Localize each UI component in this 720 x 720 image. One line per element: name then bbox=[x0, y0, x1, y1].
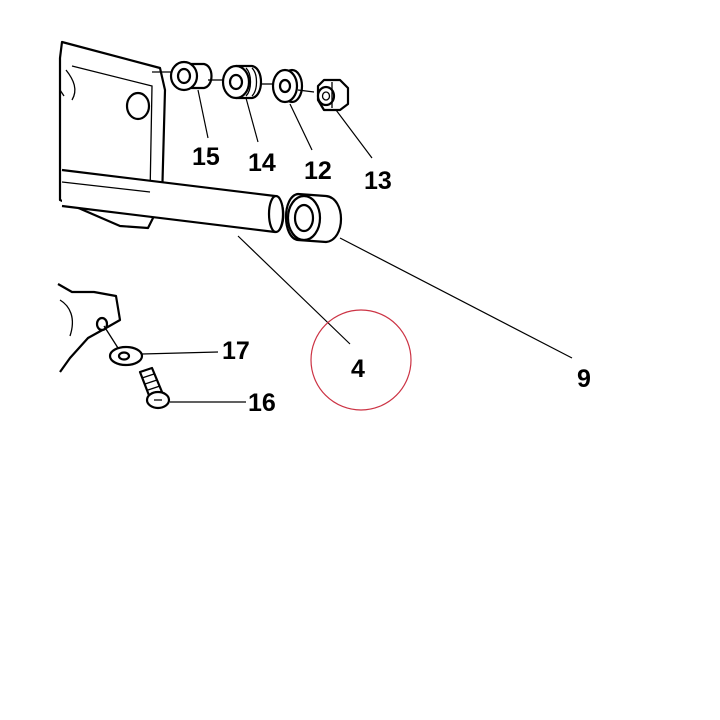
callout-15: 15 bbox=[192, 143, 220, 171]
leader-17 bbox=[141, 351, 219, 355]
callout-9: 9 bbox=[577, 365, 591, 393]
part-4-rod bbox=[61, 168, 285, 234]
callout-14: 14 bbox=[248, 149, 276, 177]
leader-4 bbox=[237, 235, 351, 345]
leader-9 bbox=[339, 237, 573, 359]
callout-12: 12 bbox=[304, 157, 332, 185]
lower-bracket bbox=[57, 283, 122, 373]
part-14-grommet bbox=[208, 64, 263, 100]
callout-4: 4 bbox=[351, 355, 365, 383]
leader-15 bbox=[197, 89, 209, 139]
highlight-circle bbox=[310, 309, 412, 411]
callout-16: 16 bbox=[248, 389, 276, 417]
part-15-spacer bbox=[152, 60, 213, 92]
leader-lines bbox=[141, 89, 573, 403]
leader-12 bbox=[289, 103, 313, 151]
callout-17: 17 bbox=[222, 337, 250, 365]
callout-13: 13 bbox=[364, 167, 392, 195]
part-12-washer bbox=[262, 68, 304, 104]
part-17-washer bbox=[108, 345, 144, 367]
leader-13 bbox=[335, 109, 373, 159]
leader-14 bbox=[245, 97, 259, 143]
part-16-screw bbox=[138, 366, 171, 410]
part-9-bushing bbox=[285, 192, 343, 244]
part-13-nut bbox=[297, 78, 350, 112]
